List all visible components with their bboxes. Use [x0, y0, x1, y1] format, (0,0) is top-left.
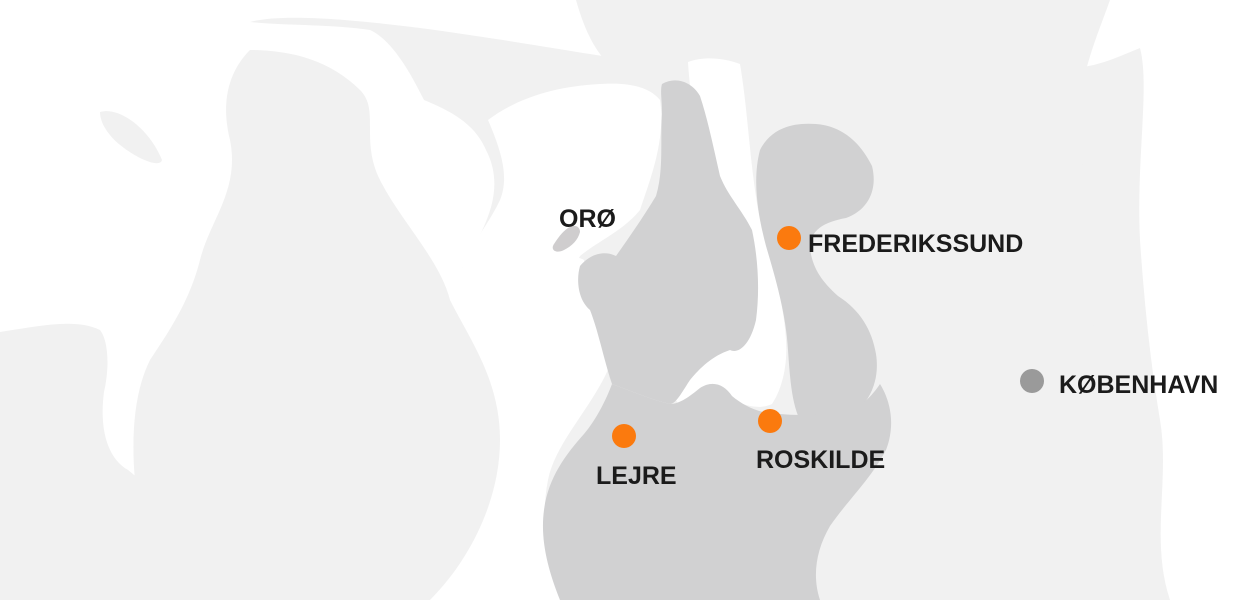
- region-frederikssund: [756, 123, 877, 422]
- frederikssund-marker[interactable]: [777, 226, 801, 250]
- place-labels: ORØ FREDERIKSSUND KØBENHAVN LEJRE ROSKIL…: [559, 205, 1218, 490]
- roskilde-label: ROSKILDE: [756, 446, 885, 474]
- lejre-marker[interactable]: [612, 424, 636, 448]
- frederikssund-label: FREDERIKSSUND: [808, 230, 1023, 258]
- land-northwest-tip: [100, 111, 162, 164]
- markers: [612, 226, 1044, 448]
- kobenhavn-label: KØBENHAVN: [1059, 371, 1218, 399]
- land-east-coast: [900, 289, 1116, 600]
- oro-label: ORØ: [559, 205, 616, 233]
- land-west-lobe: [133, 50, 500, 600]
- isefjord: [462, 83, 662, 383]
- land-west: [0, 323, 260, 600]
- kobenhavn-marker[interactable]: [1020, 369, 1044, 393]
- region-hornsherred: [578, 80, 759, 404]
- oro-island: [552, 225, 580, 252]
- roskilde-marker[interactable]: [758, 409, 782, 433]
- lejre-label: LEJRE: [596, 462, 677, 490]
